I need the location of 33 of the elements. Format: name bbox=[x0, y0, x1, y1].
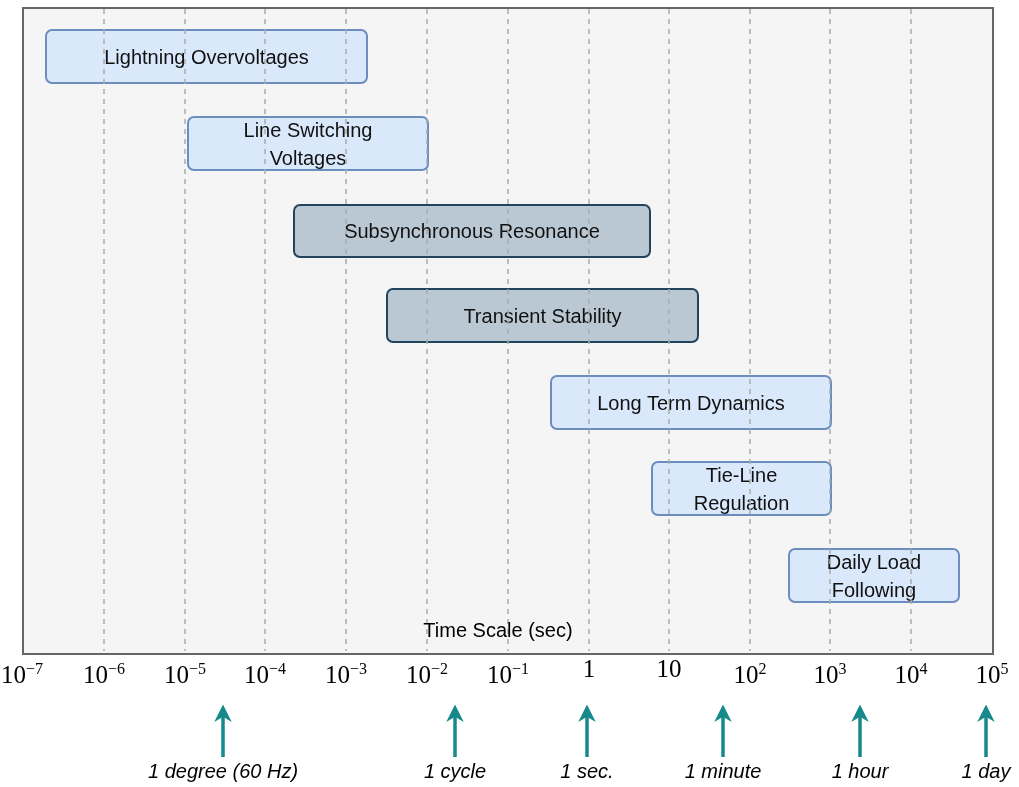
time-range-bar: Subsynchronous Resonance bbox=[293, 204, 651, 258]
arrow bbox=[214, 704, 232, 757]
time-marker-label: 1 sec. bbox=[560, 760, 614, 783]
axis-title: Time Scale (sec) bbox=[423, 619, 573, 642]
time-marker-label: 1 hour bbox=[831, 760, 889, 783]
time-range-bar: Long Term Dynamics bbox=[550, 375, 832, 430]
tick-label: 10$^{5}$ bbox=[975, 659, 1009, 691]
time-range-bar: Lightning Overvoltages bbox=[45, 29, 368, 84]
tick-label: 10$^{3}$ bbox=[813, 659, 847, 691]
tick-label: 10$^{−4}$ bbox=[244, 659, 286, 691]
time-marker-label: 1 day bbox=[961, 760, 1011, 783]
tick-label: 10$^{2}$ bbox=[733, 659, 767, 691]
tick-label: 10$^{−3}$ bbox=[325, 659, 367, 691]
time-range-bar: Transient Stability bbox=[386, 288, 699, 343]
tick-label: 10$^{−2}$ bbox=[406, 659, 448, 691]
tick-label: 10$^{4}$ bbox=[894, 659, 928, 691]
tick-label: 10$^{−1}$ bbox=[487, 659, 529, 691]
tick-label: 1 bbox=[582, 654, 596, 684]
tick-label: 10$^{−7}$ bbox=[1, 659, 43, 691]
time-marker-label: 1 minute bbox=[684, 760, 762, 783]
tick-label: 10$^{−6}$ bbox=[83, 659, 125, 691]
arrow bbox=[714, 704, 732, 757]
time-range-bar: Line Switching Voltages bbox=[187, 116, 429, 171]
tick-label: 10$^{−5}$ bbox=[164, 659, 206, 691]
time-range-bar: Tie-Line Regulation bbox=[651, 461, 832, 516]
arrow bbox=[851, 704, 869, 757]
arrow bbox=[977, 704, 995, 757]
arrow bbox=[446, 704, 464, 757]
time-marker-label: 1 degree (60 Hz) bbox=[147, 760, 299, 783]
time-marker-label: 1 cycle bbox=[423, 760, 487, 783]
tick-label: 10 bbox=[656, 654, 682, 684]
time-range-bar: Daily Load Following bbox=[788, 548, 960, 603]
arrow bbox=[578, 704, 596, 757]
